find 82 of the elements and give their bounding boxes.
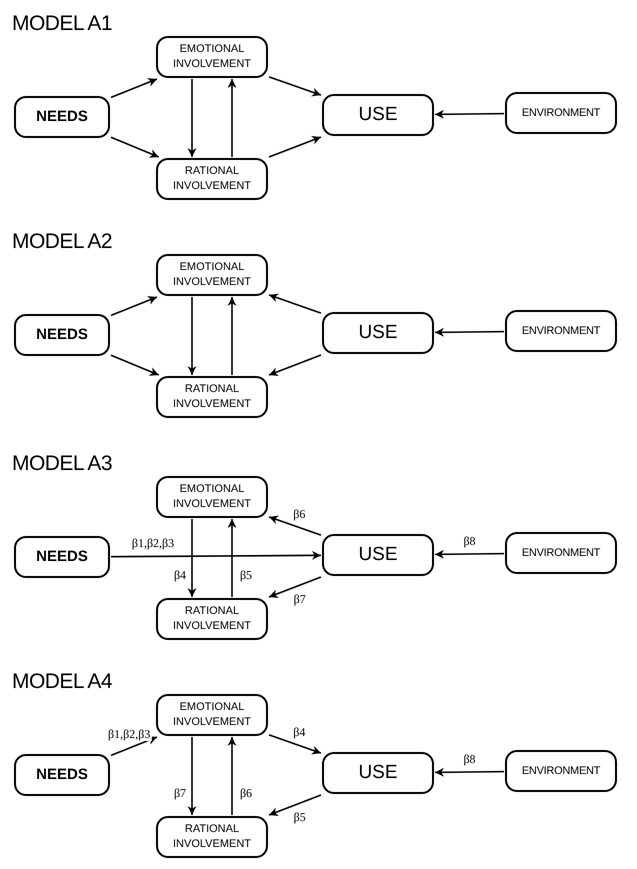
arrow <box>228 737 236 815</box>
arrow <box>188 297 196 375</box>
rounded-box <box>14 536 110 578</box>
node-label: USE <box>358 542 398 567</box>
edge-label: β1,β2,β3 <box>107 727 152 742</box>
rounded-box <box>156 158 268 200</box>
arrow <box>435 110 504 119</box>
node-label: USE <box>358 102 398 127</box>
edge-label: β6 <box>238 786 254 800</box>
rounded-box <box>322 752 434 794</box>
rounded-box <box>14 754 110 796</box>
arrow <box>228 297 236 375</box>
edge-label: β4 <box>172 568 188 582</box>
node-label: RATIONAL INVOLVEMENT <box>172 604 252 634</box>
rounded-box <box>156 816 268 858</box>
node-label: ENVIRONMENT <box>522 546 600 561</box>
arrow <box>110 78 158 98</box>
arrow <box>268 516 322 536</box>
edge-label: β4 <box>292 724 306 739</box>
arrow <box>268 294 322 314</box>
rounded-box <box>505 532 617 574</box>
rounded-box <box>156 598 268 640</box>
node-label: ENVIRONMENT <box>522 324 600 339</box>
arrow <box>188 519 196 597</box>
model-title: MODEL A3 <box>12 451 112 477</box>
node-label: NEEDS <box>36 106 88 127</box>
node-label: USE <box>358 320 398 345</box>
arrow <box>268 76 322 96</box>
rounded-box <box>156 36 268 78</box>
node-label: RATIONAL INVOLVEMENT <box>172 382 252 412</box>
rounded-box <box>322 534 434 576</box>
node-label: EMOTIONAL INVOLVEMENT <box>172 700 252 730</box>
arrow <box>268 576 322 598</box>
node-label: NEEDS <box>36 324 88 345</box>
rounded-box <box>322 94 434 136</box>
node-label: USE <box>358 760 398 785</box>
arrow <box>435 768 504 777</box>
arrow <box>268 136 322 158</box>
edge-label: β5 <box>292 810 307 824</box>
edge-label: β7 <box>292 592 307 606</box>
edge-label: β1,β2,β3 <box>130 536 176 550</box>
model-title: MODEL A1 <box>12 11 112 37</box>
arrow <box>268 794 322 816</box>
node-label: NEEDS <box>36 764 88 785</box>
model-title: MODEL A4 <box>12 669 112 695</box>
arrow <box>228 519 236 597</box>
node-label: ENVIRONMENT <box>522 764 600 779</box>
model-title: MODEL A2 <box>12 229 112 255</box>
rounded-box <box>156 376 268 418</box>
node-label: NEEDS <box>36 546 88 567</box>
arrow <box>435 550 504 559</box>
node-label: RATIONAL INVOLVEMENT <box>172 164 252 194</box>
node-label: RATIONAL INVOLVEMENT <box>172 822 252 852</box>
rounded-box <box>156 254 268 296</box>
edge-label: β7 <box>172 786 188 800</box>
rounded-box <box>14 96 110 138</box>
arrow <box>110 354 160 376</box>
arrow <box>268 734 322 754</box>
rounded-box <box>14 314 110 356</box>
arrow <box>228 79 236 157</box>
edge-label: β6 <box>292 506 306 521</box>
arrow <box>110 136 160 158</box>
rounded-box <box>505 310 617 352</box>
arrow <box>435 328 504 337</box>
node-label: EMOTIONAL INVOLVEMENT <box>172 260 252 290</box>
node-label: EMOTIONAL INVOLVEMENT <box>172 482 252 512</box>
edge-label: β8 <box>462 752 477 766</box>
arrow <box>188 737 196 815</box>
edge-label: β5 <box>238 568 254 582</box>
node-label: EMOTIONAL INVOLVEMENT <box>172 42 252 72</box>
arrow <box>110 296 158 316</box>
arrow <box>111 550 321 560</box>
rounded-box <box>156 694 268 736</box>
rounded-box <box>505 750 617 792</box>
rounded-box <box>322 312 434 354</box>
edge-label: β8 <box>462 534 477 548</box>
node-label: ENVIRONMENT <box>522 106 600 121</box>
arrow <box>188 79 196 157</box>
rounded-box <box>505 92 617 134</box>
arrow <box>110 736 158 756</box>
arrow <box>268 354 322 376</box>
rounded-box <box>156 476 268 518</box>
